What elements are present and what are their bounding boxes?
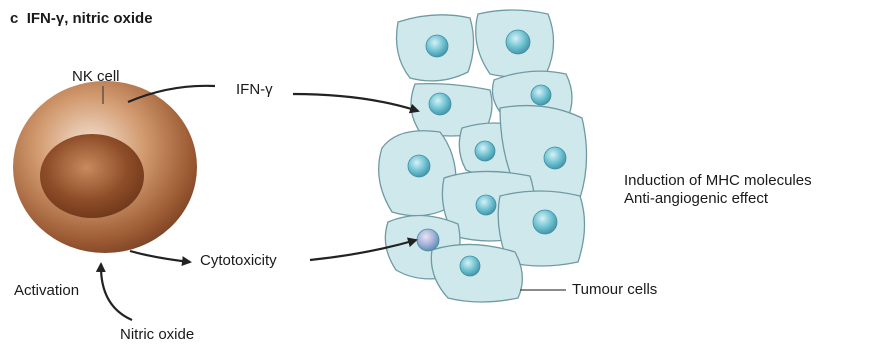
tumour-nucleus — [417, 229, 439, 251]
nk-to-cytotoxicity-arrow — [130, 251, 190, 262]
tumour-cells-label: Tumour cells — [572, 281, 657, 299]
tumour-nucleus — [475, 141, 495, 161]
nk-cell-nucleus — [40, 134, 144, 218]
nk-cell — [13, 81, 197, 253]
tumour-nucleus — [506, 30, 530, 54]
tumour-nucleus — [533, 210, 557, 234]
ifn-gamma-label: IFN-γ — [236, 81, 273, 99]
tumour-nucleus — [544, 147, 566, 169]
cytotoxicity-label: Cytotoxicity — [200, 252, 277, 270]
effect-angiogenic-label: Anti-angiogenic effect — [624, 190, 768, 208]
tumour-nucleus — [408, 155, 430, 177]
tumour-nucleus — [460, 256, 480, 276]
nitric-oxide-activation-arrow — [101, 264, 132, 320]
panel-title: IFN-γ, nitric oxide — [27, 10, 153, 27]
tumour-nucleus — [531, 85, 551, 105]
panel-letter: c — [10, 10, 18, 27]
tumour-nucleus — [426, 35, 448, 57]
panel-heading: c IFN-γ, nitric oxide — [10, 10, 153, 28]
tumour-nucleus — [476, 195, 496, 215]
activation-label: Activation — [14, 282, 79, 300]
ifn-to-tumour-arrow — [293, 94, 418, 111]
effect-mhc-label: Induction of MHC molecules — [624, 172, 812, 190]
nk-cell-label: NK cell — [72, 68, 120, 86]
tumour-nucleus — [429, 93, 451, 115]
nitric-oxide-label: Nitric oxide — [120, 326, 194, 344]
